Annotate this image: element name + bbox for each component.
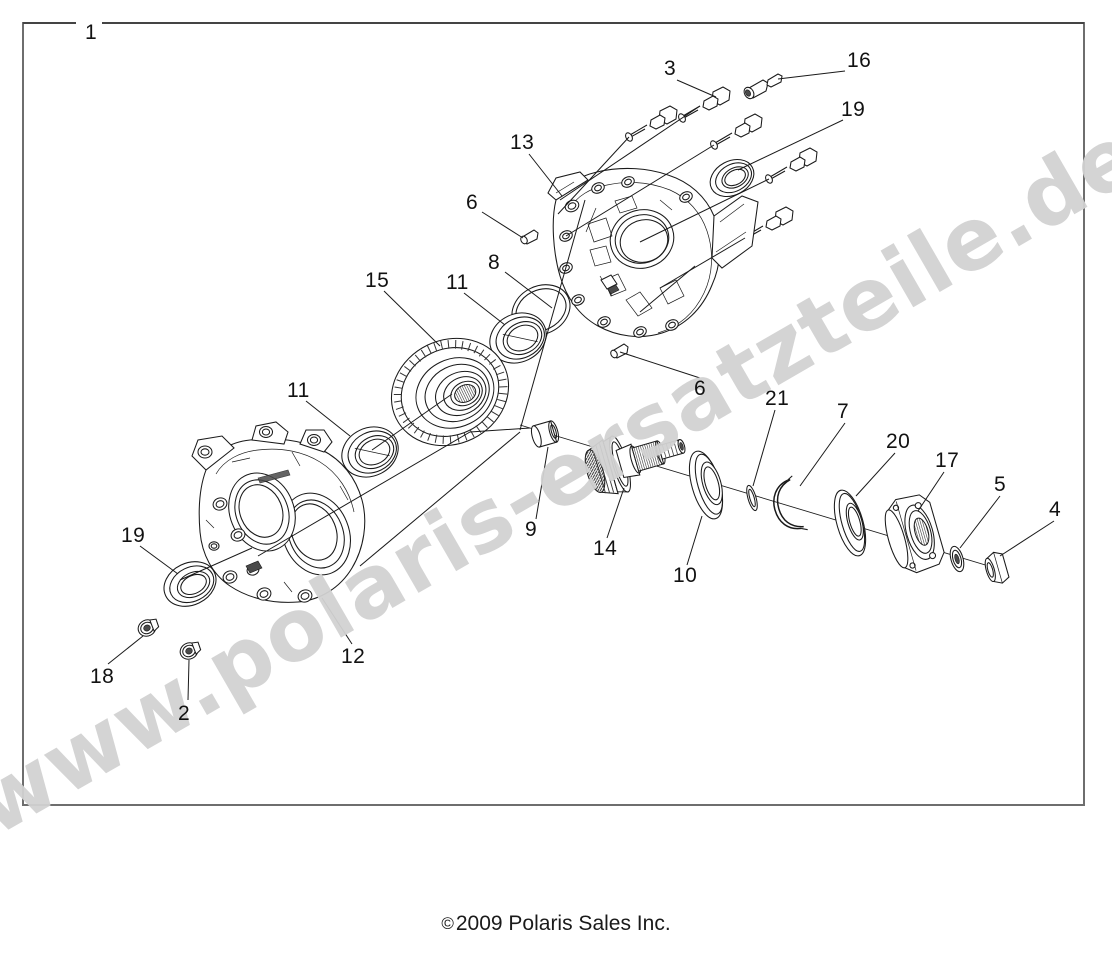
diagram-frame xyxy=(22,22,1085,806)
callout-13: 13 xyxy=(510,131,535,154)
callout-11-right: 11 xyxy=(446,271,469,294)
callout-6-upper: 6 xyxy=(466,191,479,214)
copyright-text: 2009 Polaris Sales Inc. xyxy=(455,912,671,935)
callout-21: 21 xyxy=(765,387,790,410)
callout-5: 5 xyxy=(994,473,1007,496)
callout-8: 8 xyxy=(488,251,501,274)
callout-7: 7 xyxy=(837,400,850,423)
callout-14: 14 xyxy=(593,537,618,560)
callout-6-lower: 6 xyxy=(694,377,707,400)
callout-3: 3 xyxy=(664,57,677,80)
callout-19-right: 19 xyxy=(841,98,866,121)
copyright-symbol: © xyxy=(441,914,454,933)
callout-15: 15 xyxy=(365,269,390,292)
callout-20: 20 xyxy=(886,430,911,453)
callout-19-left: 19 xyxy=(121,524,146,547)
callout-12: 12 xyxy=(341,645,366,668)
callout-10: 10 xyxy=(673,564,698,587)
callout-2: 2 xyxy=(178,702,191,725)
callout-16: 16 xyxy=(847,49,872,72)
callout-17: 17 xyxy=(935,449,960,472)
callout-11-left: 11 xyxy=(287,379,310,402)
callout-9: 9 xyxy=(525,518,538,541)
frame-line-gap xyxy=(76,18,102,28)
copyright-notice: ©2009 Polaris Sales Inc. xyxy=(0,912,1112,936)
callout-4: 4 xyxy=(1049,498,1062,521)
callout-18: 18 xyxy=(90,665,115,688)
callout-1: 1 xyxy=(85,21,98,44)
